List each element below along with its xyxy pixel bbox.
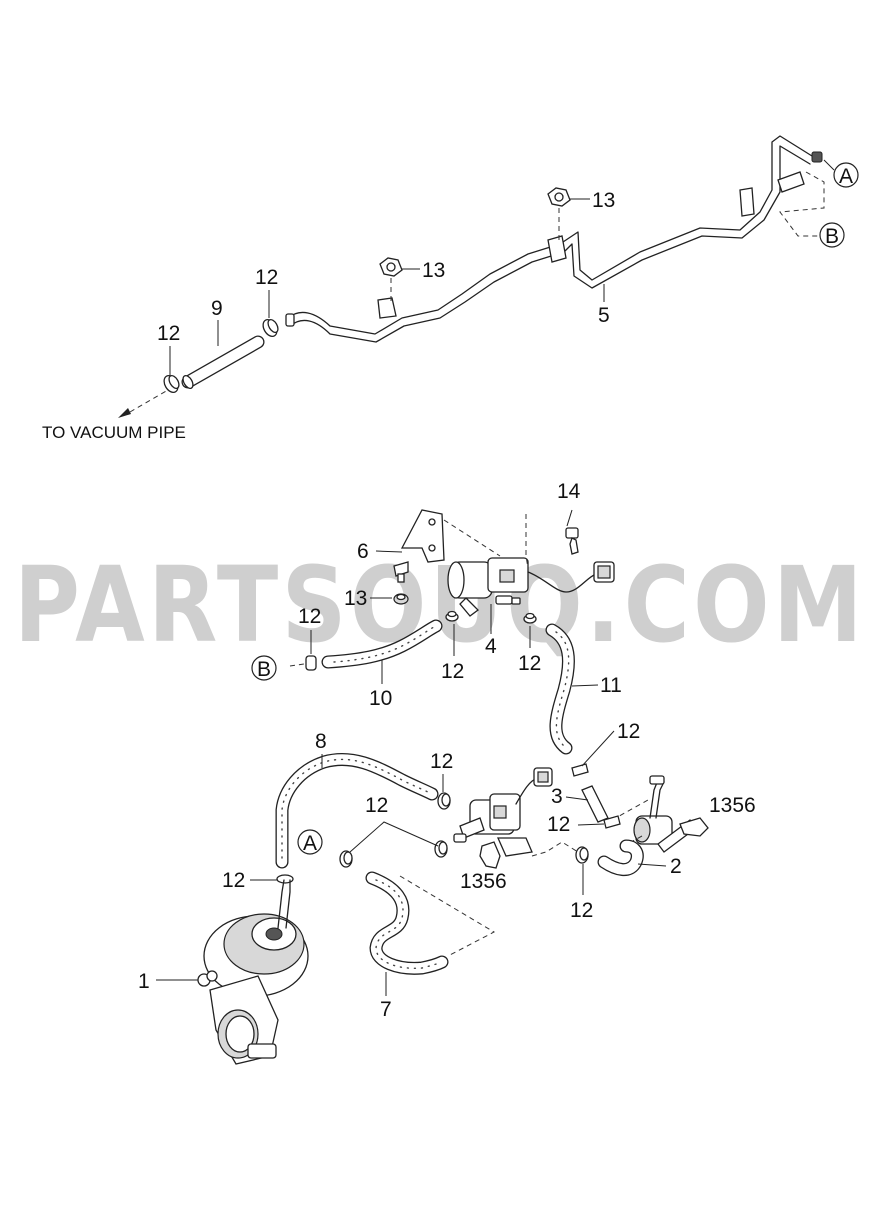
clamp-12-hose-8-bottom[interactable] (276, 874, 294, 884)
hose-9[interactable] (181, 335, 265, 390)
pressure-sensor[interactable] (633, 775, 697, 853)
solenoid-valve-lower[interactable] (453, 767, 553, 857)
label-13-lower: 13 (344, 587, 367, 610)
label-1356-lower: 1356 (460, 870, 507, 893)
wire-connector-4[interactable] (527, 561, 615, 593)
label-2: 2 (670, 855, 682, 878)
clip-12-hose-3-top[interactable] (571, 763, 589, 777)
clamp-12-hose-10[interactable] (305, 655, 317, 671)
svg-text:A: A (839, 165, 853, 188)
connector-b-upper: B (819, 222, 845, 248)
clamp-12-upper-right[interactable] (260, 317, 280, 339)
label-12-upper-left: 12 (157, 322, 180, 345)
label-4: 4 (485, 635, 497, 658)
label-12-valve-right: 12 (518, 652, 541, 675)
fastener-1356-lower[interactable] (479, 841, 501, 869)
clamp-12-hose-2[interactable] (575, 846, 589, 864)
hose-3[interactable] (581, 785, 609, 823)
label-12-hose-7: 12 (365, 794, 388, 817)
label-12-valve-left: 12 (441, 660, 464, 683)
label-1356-right: 1356 (709, 794, 756, 817)
watermark: PARTSOUQ.COM (14, 544, 866, 666)
label-12-clip-top: 12 (617, 720, 640, 743)
vacuum-actuator-1[interactable] (197, 879, 309, 1065)
clamp-12-hose-8-top[interactable] (437, 792, 451, 810)
label-12-hose-8-top: 12 (430, 750, 453, 773)
clamp-12-hose-7-right[interactable] (434, 840, 448, 858)
label-7: 7 (380, 998, 392, 1021)
label-9: 9 (211, 297, 223, 320)
label-13-left: 13 (422, 259, 445, 282)
connector-a-lower: A (297, 829, 323, 855)
clamp-12-upper-left[interactable] (161, 373, 181, 395)
label-8: 8 (315, 730, 327, 753)
bolt-14[interactable] (565, 509, 579, 555)
bracket-6[interactable] (400, 509, 445, 563)
svg-text:B: B (825, 225, 839, 248)
hose-11[interactable] (545, 623, 575, 755)
hose-8[interactable] (275, 752, 439, 869)
nut-13-right[interactable] (547, 187, 571, 207)
clamp-12-hose-7[interactable] (339, 850, 353, 868)
label-14: 14 (557, 480, 581, 503)
label-13-right: 13 (592, 189, 615, 212)
connector-a-upper: A (833, 162, 859, 188)
svg-text:B: B (257, 658, 271, 681)
connector-b-lower: B (251, 655, 277, 681)
label-12-upper-right: 12 (255, 266, 278, 289)
label-12-hose-8-bottom: 12 (222, 869, 245, 892)
hose-10[interactable] (321, 619, 443, 669)
to-vacuum-pipe-caption: TO VACUUM PIPE (42, 423, 186, 442)
label-1: 1 (138, 970, 150, 993)
nut-13-lower[interactable] (393, 593, 409, 605)
solenoid-valve-4[interactable] (447, 557, 529, 617)
clip-12-hose-3-bottom[interactable] (603, 815, 621, 829)
label-3: 3 (551, 785, 563, 808)
fastener-1356-right[interactable] (679, 817, 709, 837)
label-11: 11 (600, 674, 622, 697)
label-6: 6 (357, 540, 369, 563)
label-12-hose-10: 12 (298, 605, 321, 628)
vacuum-pipe-5[interactable] (285, 135, 823, 343)
stud-6[interactable] (393, 561, 409, 583)
clamp-12-valve-left[interactable] (445, 610, 459, 622)
label-10: 10 (369, 687, 392, 710)
nut-13-left[interactable] (379, 257, 403, 277)
clamp-12-valve-right[interactable] (523, 612, 537, 624)
hose-7[interactable] (365, 871, 449, 975)
label-5: 5 (598, 304, 610, 327)
hose-2[interactable] (597, 839, 644, 876)
label-12-clip-bottom: 12 (547, 813, 570, 836)
label-12-hose-2: 12 (570, 899, 593, 922)
svg-text:A: A (303, 832, 317, 855)
